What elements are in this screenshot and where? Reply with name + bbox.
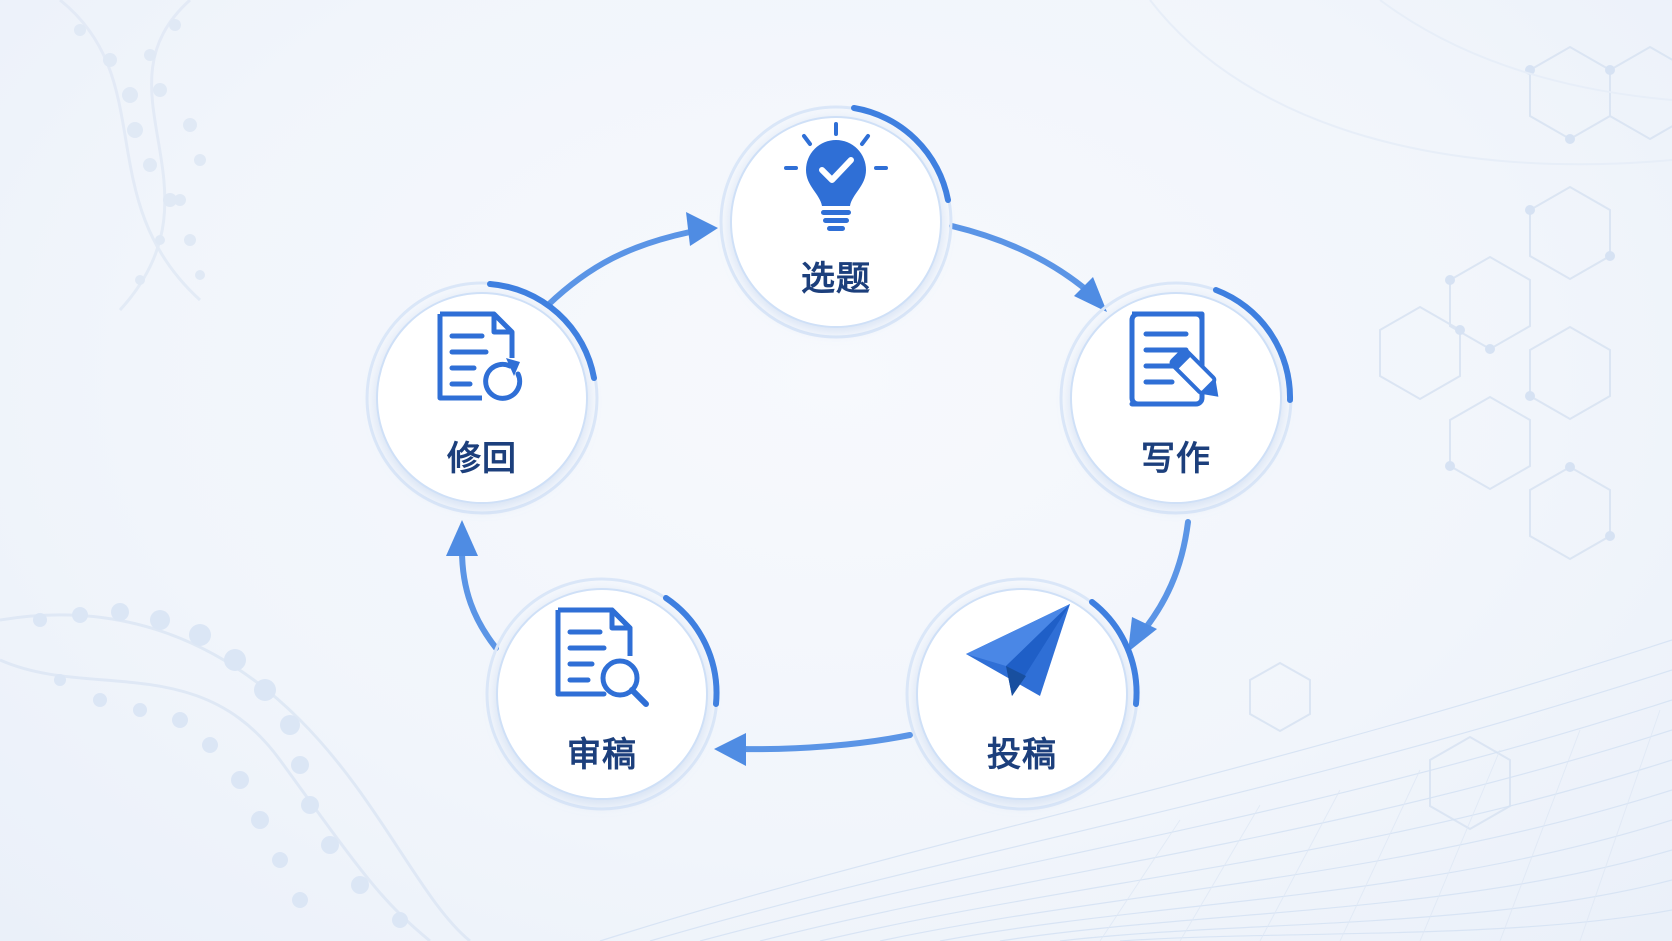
node-revise[interactable]: 修回 [365, 281, 599, 515]
arrow-revise-to-topic [545, 229, 693, 308]
node-label-review: 审稿 [567, 735, 637, 775]
lightbulb-check-icon [784, 122, 888, 231]
arrowhead-submit-to-review [714, 733, 746, 766]
node-label-writing: 写作 [1141, 439, 1211, 479]
node-review[interactable]: 审稿 [485, 577, 720, 811]
arrowhead-revise-to-topic [686, 212, 718, 246]
document-refresh-icon [437, 311, 523, 401]
node-writing[interactable]: 写作 [1059, 281, 1294, 515]
node-label-topic: 选题 [801, 259, 871, 299]
node-topic[interactable]: 选题 [719, 105, 953, 339]
arrowhead-writing-to-submit [1128, 617, 1157, 652]
dna-helix-bottom-left [0, 603, 471, 941]
document-search-icon [555, 607, 649, 707]
arrowhead-topic-to-writing [1074, 277, 1107, 312]
node-label-revise: 修回 [446, 439, 517, 479]
cycle-arrows [446, 212, 1191, 766]
mesh-waves-bottom [599, 639, 1672, 941]
light-arcs-right [1149, 0, 1672, 166]
node-label-submit: 投稿 [987, 735, 1057, 775]
dna-helix-top-left [59, 0, 206, 312]
arrowhead-review-to-revise [446, 520, 478, 556]
arrow-review-to-revise [459, 547, 499, 651]
paper-plane-icon [966, 604, 1070, 696]
arrow-writing-to-submit [1137, 519, 1191, 638]
hexagon-nodes-right [1445, 65, 1615, 541]
document-pencil-icon [1129, 311, 1219, 407]
arrow-submit-to-review [737, 732, 913, 753]
arrow-topic-to-writing [949, 223, 1101, 303]
node-submit[interactable]: 投稿 [905, 577, 1140, 811]
mesh-grid-bottom [1099, 709, 1661, 941]
